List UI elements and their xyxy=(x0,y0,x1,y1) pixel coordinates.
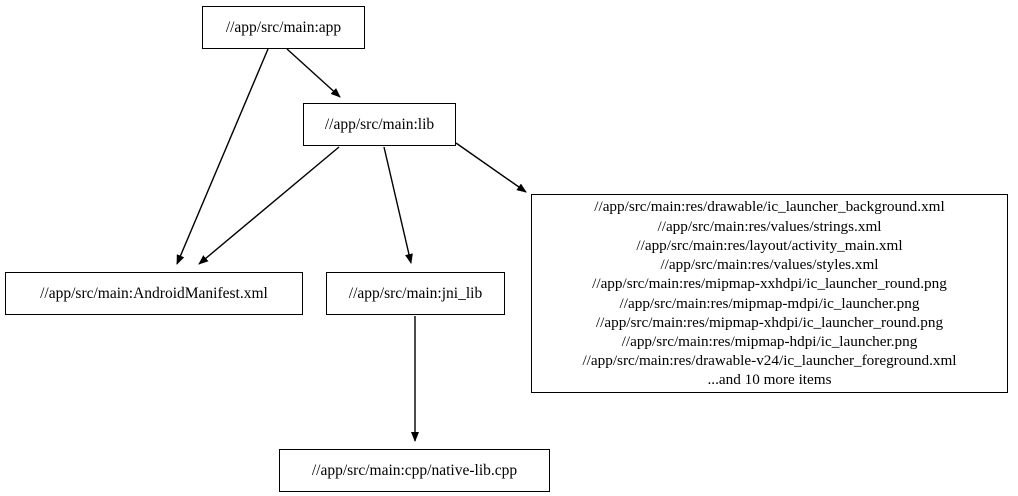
res-file-line: //app/src/main:res/mipmap-xhdpi/ic_launc… xyxy=(595,313,944,331)
edge-app-to-manifest xyxy=(176,48,269,265)
node-android-manifest-label: //app/src/main:AndroidManifest.xml xyxy=(40,284,268,302)
res-file-line: //app/src/main:res/drawable-v24/ic_launc… xyxy=(582,352,957,370)
edge-lib-to-res-files xyxy=(455,142,527,193)
res-file-line: //app/src/main:res/drawable/ic_launcher_… xyxy=(594,198,945,216)
node-res-files[interactable]: //app/src/main:res/drawable/ic_launcher_… xyxy=(531,194,1008,393)
node-app[interactable]: //app/src/main:app xyxy=(202,6,365,49)
res-file-line: //app/src/main:res/mipmap-hdpi/ic_launch… xyxy=(621,332,918,350)
edge-lib-to-jni-lib xyxy=(383,146,413,264)
node-native-lib-cpp-label: //app/src/main:cpp/native-lib.cpp xyxy=(311,461,518,479)
res-file-line: //app/src/main:res/mipmap-xxhdpi/ic_laun… xyxy=(592,275,947,293)
node-native-lib-cpp[interactable]: //app/src/main:cpp/native-lib.cpp xyxy=(279,449,550,492)
res-file-line: //app/src/main:res/layout/activity_main.… xyxy=(636,236,903,254)
node-lib-label: //app/src/main:lib xyxy=(324,115,435,133)
res-file-line: //app/src/main:res/values/strings.xml xyxy=(657,217,882,235)
node-app-label: //app/src/main:app xyxy=(225,18,342,36)
res-file-line: //app/src/main:res/values/styles.xml xyxy=(660,256,879,274)
node-android-manifest[interactable]: //app/src/main:AndroidManifest.xml xyxy=(5,272,303,315)
node-jni-lib-label: //app/src/main:jni_lib xyxy=(348,284,483,302)
edge-app-to-lib xyxy=(286,48,341,98)
res-file-line: //app/src/main:res/mipmap-mdpi/ic_launch… xyxy=(619,294,920,312)
node-res-files-label: //app/src/main:res/drawable/ic_launcher_… xyxy=(582,197,956,389)
edge-lib-to-manifest xyxy=(198,146,340,265)
node-jni-lib[interactable]: //app/src/main:jni_lib xyxy=(326,272,505,315)
res-file-line: ...and 10 more items xyxy=(707,371,832,389)
node-lib[interactable]: //app/src/main:lib xyxy=(303,103,456,146)
